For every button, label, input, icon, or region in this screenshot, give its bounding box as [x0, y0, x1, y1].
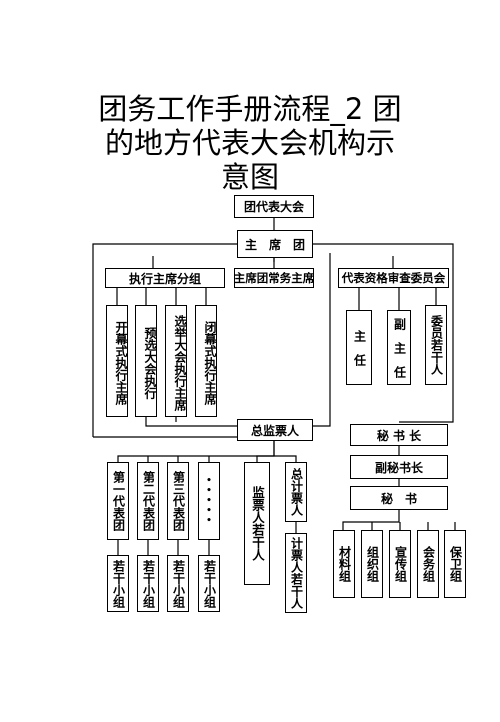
node-committee-vice-chair: 副 主 任 — [387, 310, 411, 385]
node-opening-chair: 开幕式执行主席 — [106, 305, 128, 417]
connector-scrutineer-children — [256, 441, 297, 462]
connector-presidium-left — [92, 243, 237, 437]
node-presidium: 主 席 团 — [237, 230, 313, 258]
node-standing-chair: 主席团常务主席 — [234, 268, 314, 288]
node-organization-group: 组织组 — [361, 530, 383, 598]
node-committee-chair: 主 任 — [346, 310, 372, 385]
node-groups-1: 若干小组 — [107, 555, 129, 612]
node-chief-scrutineer: 总监票人 — [237, 419, 313, 441]
node-committee-members: 委员若干人 — [425, 305, 447, 385]
title-line-2: 的地方代表大会机构示 — [104, 126, 395, 160]
node-deputy-secretary-general: 副秘书长 — [350, 455, 448, 479]
node-groups-4: 若干小组 — [198, 555, 220, 612]
title-line-3: 意图 — [220, 160, 279, 194]
node-counters: 计票人若干人 — [285, 533, 307, 613]
node-secretary: 秘 书 — [350, 486, 448, 510]
connector-secretary-groups — [342, 510, 456, 530]
node-materials-group: 材料组 — [333, 530, 355, 598]
node-scrutineers: 监票人若干人 — [244, 462, 270, 585]
connector-scrutineer-delegations — [117, 441, 275, 462]
node-publicity-group: 宣传组 — [389, 530, 411, 598]
node-delegation-more: ••••• — [198, 462, 220, 540]
node-groups-2: 若干小组 — [137, 555, 159, 612]
connector-standing-scrutineer — [273, 253, 331, 427]
node-delegation-1: 第一代表团 — [107, 462, 129, 540]
node-credentials-committee: 代表资格审查委员会 — [338, 268, 449, 288]
node-congress: 团代表大会 — [234, 195, 314, 218]
node-delegation-2: 第二代表团 — [137, 462, 159, 540]
node-exec-groups: 执行主席分组 — [105, 268, 225, 288]
node-secretary-general: 秘 书 长 — [350, 424, 448, 446]
title-line-1: 团务工作手册流程_2 团 — [98, 92, 402, 126]
node-affairs-group: 会务组 — [417, 530, 439, 598]
connector-presidium-right — [313, 243, 454, 423]
node-chief-counter: 总计票人 — [285, 462, 307, 522]
connector-prelim-scrutineer — [145, 417, 237, 427]
node-groups-3: 若干小组 — [167, 555, 189, 612]
node-closing-chair: 闭幕式执行主席 — [195, 305, 217, 417]
node-prelim-chair: 预选大会执行 — [135, 305, 157, 417]
node-election-chair: 选举大会执行主席 — [165, 305, 187, 417]
node-security-group: 保卫组 — [444, 530, 466, 598]
node-delegation-3: 第三代表团 — [167, 462, 189, 540]
